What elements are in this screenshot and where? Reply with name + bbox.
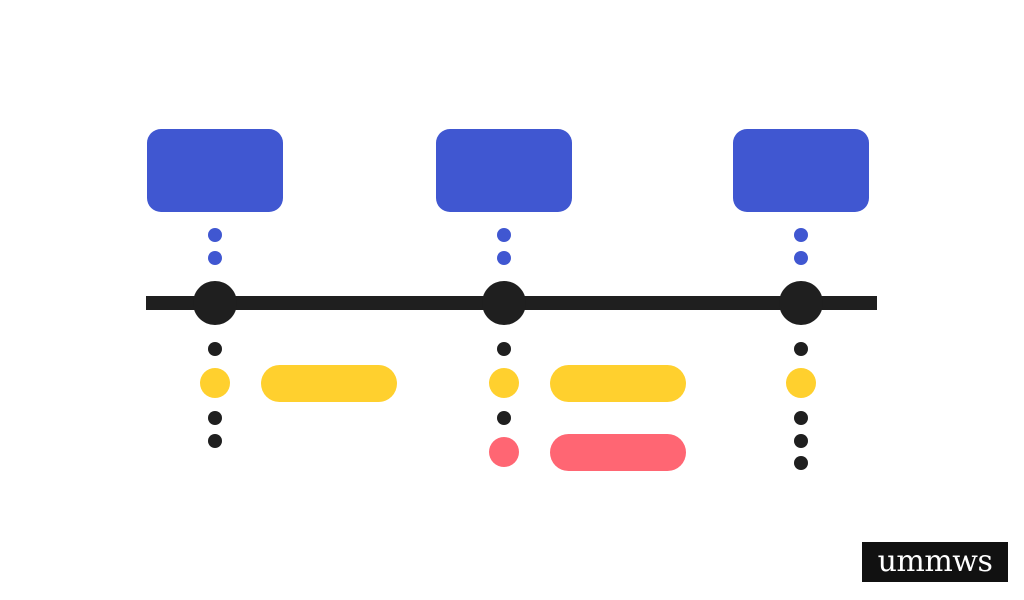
yellow-marker (200, 368, 230, 398)
item-dot (208, 434, 222, 448)
connector-dot-lower (497, 251, 511, 265)
logo-text: ummws (877, 544, 993, 579)
connector-dot-upper (208, 228, 222, 242)
timeline-node-1 (193, 281, 237, 325)
connector-dot-lower (794, 251, 808, 265)
item-dot (794, 342, 808, 356)
brand-logo: ummws (862, 542, 1008, 582)
coral-bar (550, 434, 686, 471)
yellow-marker (786, 368, 816, 398)
item-dot (497, 411, 511, 425)
connector-dot-lower (208, 251, 222, 265)
item-dot (497, 342, 511, 356)
item-dot (794, 434, 808, 448)
item-dot (794, 411, 808, 425)
milestone-card-2 (436, 129, 572, 212)
item-dot (794, 456, 808, 470)
item-dot (208, 411, 222, 425)
yellow-bar (550, 365, 686, 402)
milestone-card-3 (733, 129, 869, 212)
timeline-node-3 (779, 281, 823, 325)
yellow-marker (489, 368, 519, 398)
coral-marker (489, 437, 519, 467)
connector-dot-upper (794, 228, 808, 242)
item-dot (208, 342, 222, 356)
timeline-node-2 (482, 281, 526, 325)
milestone-card-1 (147, 129, 283, 212)
connector-dot-upper (497, 228, 511, 242)
yellow-bar (261, 365, 397, 402)
